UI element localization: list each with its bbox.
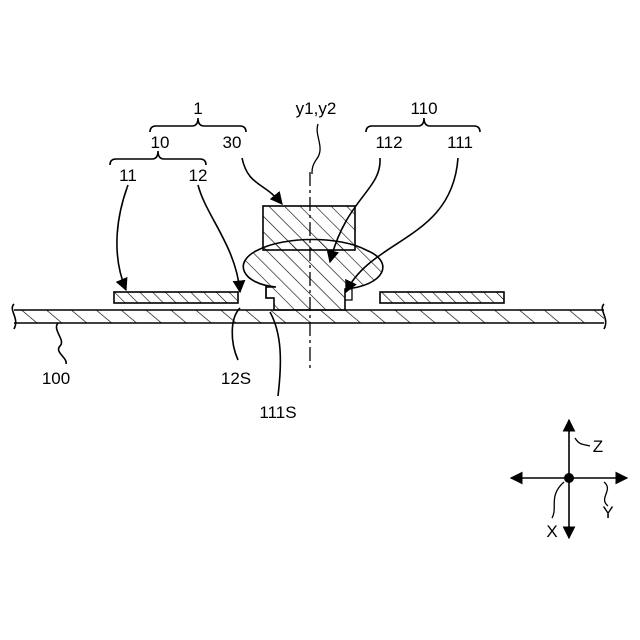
label-axis-z: Z xyxy=(593,437,603,456)
label-111: 111 xyxy=(447,133,473,152)
label-112: 112 xyxy=(375,133,402,152)
x-axis-dot xyxy=(564,473,574,483)
label-assembly-1: 1 xyxy=(193,99,202,118)
brace-sub-110 xyxy=(366,118,480,132)
label-11: 11 xyxy=(119,166,137,185)
label-111S: 111S xyxy=(259,403,296,422)
label-12S: 12S xyxy=(221,369,251,388)
label-12: 12 xyxy=(189,166,208,185)
plate-part-111-right xyxy=(380,292,504,303)
label-axis-y: Y xyxy=(602,503,613,522)
plate-part-11 xyxy=(114,292,238,303)
label-100: 100 xyxy=(42,369,70,388)
label-axis-x: X xyxy=(546,522,557,541)
label-10: 10 xyxy=(151,133,170,152)
label-y1-y2: y1,y2 xyxy=(296,99,337,118)
brace-assembly-1 xyxy=(150,118,246,132)
brace-sub-10 xyxy=(110,151,206,165)
label-110: 110 xyxy=(410,99,437,118)
lens-part-110 xyxy=(243,240,383,311)
label-30: 30 xyxy=(223,133,242,152)
